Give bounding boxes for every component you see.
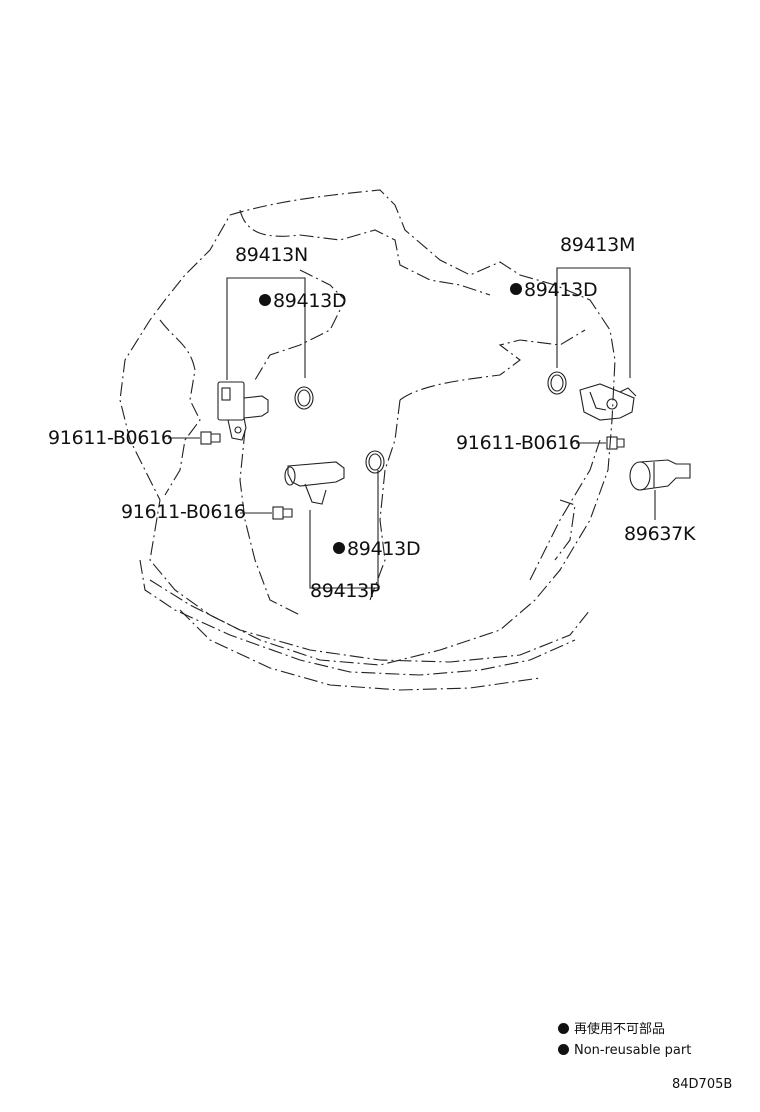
- o-ring-89413D-1: [294, 386, 314, 410]
- sensor-89413P: [284, 461, 345, 505]
- o-ring-89413D-3-inner: [368, 453, 382, 471]
- housing-outline: [119, 189, 616, 666]
- leader-89413P: [309, 470, 379, 589]
- label-89413M: 89413M: [560, 234, 636, 256]
- housing-inner-line-4: [399, 329, 586, 401]
- oil-pan-outline-2: [149, 579, 591, 663]
- o-ring-89413D-2-inner: [550, 374, 564, 392]
- legend-en: Non-reusable part: [558, 1044, 691, 1057]
- sensor-89413M: [579, 383, 637, 421]
- bolt-3: [606, 436, 625, 450]
- oil-pan-bottom: [179, 609, 541, 691]
- leader-89413M: [556, 267, 631, 378]
- legend-ja: 再使用不可部品: [558, 1023, 665, 1036]
- bolt-2: [272, 506, 293, 520]
- legend-dot-icon: [558, 1023, 569, 1034]
- housing-inner-line-2: [159, 319, 201, 496]
- bolt-1: [200, 431, 221, 445]
- leader-89413N: [226, 277, 306, 380]
- non-reusable-marker: [259, 294, 271, 306]
- non-reusable-marker: [333, 542, 345, 554]
- label-bolt-1: 91611-B0616: [48, 427, 173, 449]
- housing-inner-line: [239, 209, 491, 296]
- label-89413N: 89413N: [235, 244, 308, 266]
- diagram-code: 84D705B: [672, 1077, 733, 1092]
- label-bolt-3: 91611-B0616: [456, 432, 581, 454]
- housing-inner-line-6: [239, 429, 301, 616]
- housing-inner-line-8: [554, 499, 576, 561]
- label-89413D-1: 89413D: [259, 292, 347, 311]
- oil-pan-outline: [139, 559, 576, 676]
- housing-inner-line-3: [254, 269, 346, 381]
- housing-inner-line-5: [369, 399, 401, 601]
- o-ring-89413D-3: [365, 450, 385, 474]
- sensor-89413N: [217, 381, 269, 441]
- o-ring-89413D-1-inner: [297, 389, 311, 407]
- label-89413P: 89413P: [310, 580, 381, 602]
- legend-dot-icon: [558, 1044, 569, 1055]
- label-bolt-2: 91611-B0616: [121, 501, 246, 523]
- housing-inner-line-7: [529, 439, 601, 581]
- label-89413D-2: 89413D: [510, 281, 598, 300]
- knock-sensor-89637K: [629, 459, 691, 491]
- non-reusable-marker: [510, 283, 522, 295]
- label-89413D-3: 89413D: [333, 540, 421, 559]
- label-89637K: 89637K: [624, 523, 696, 545]
- o-ring-89413D-2: [547, 371, 567, 395]
